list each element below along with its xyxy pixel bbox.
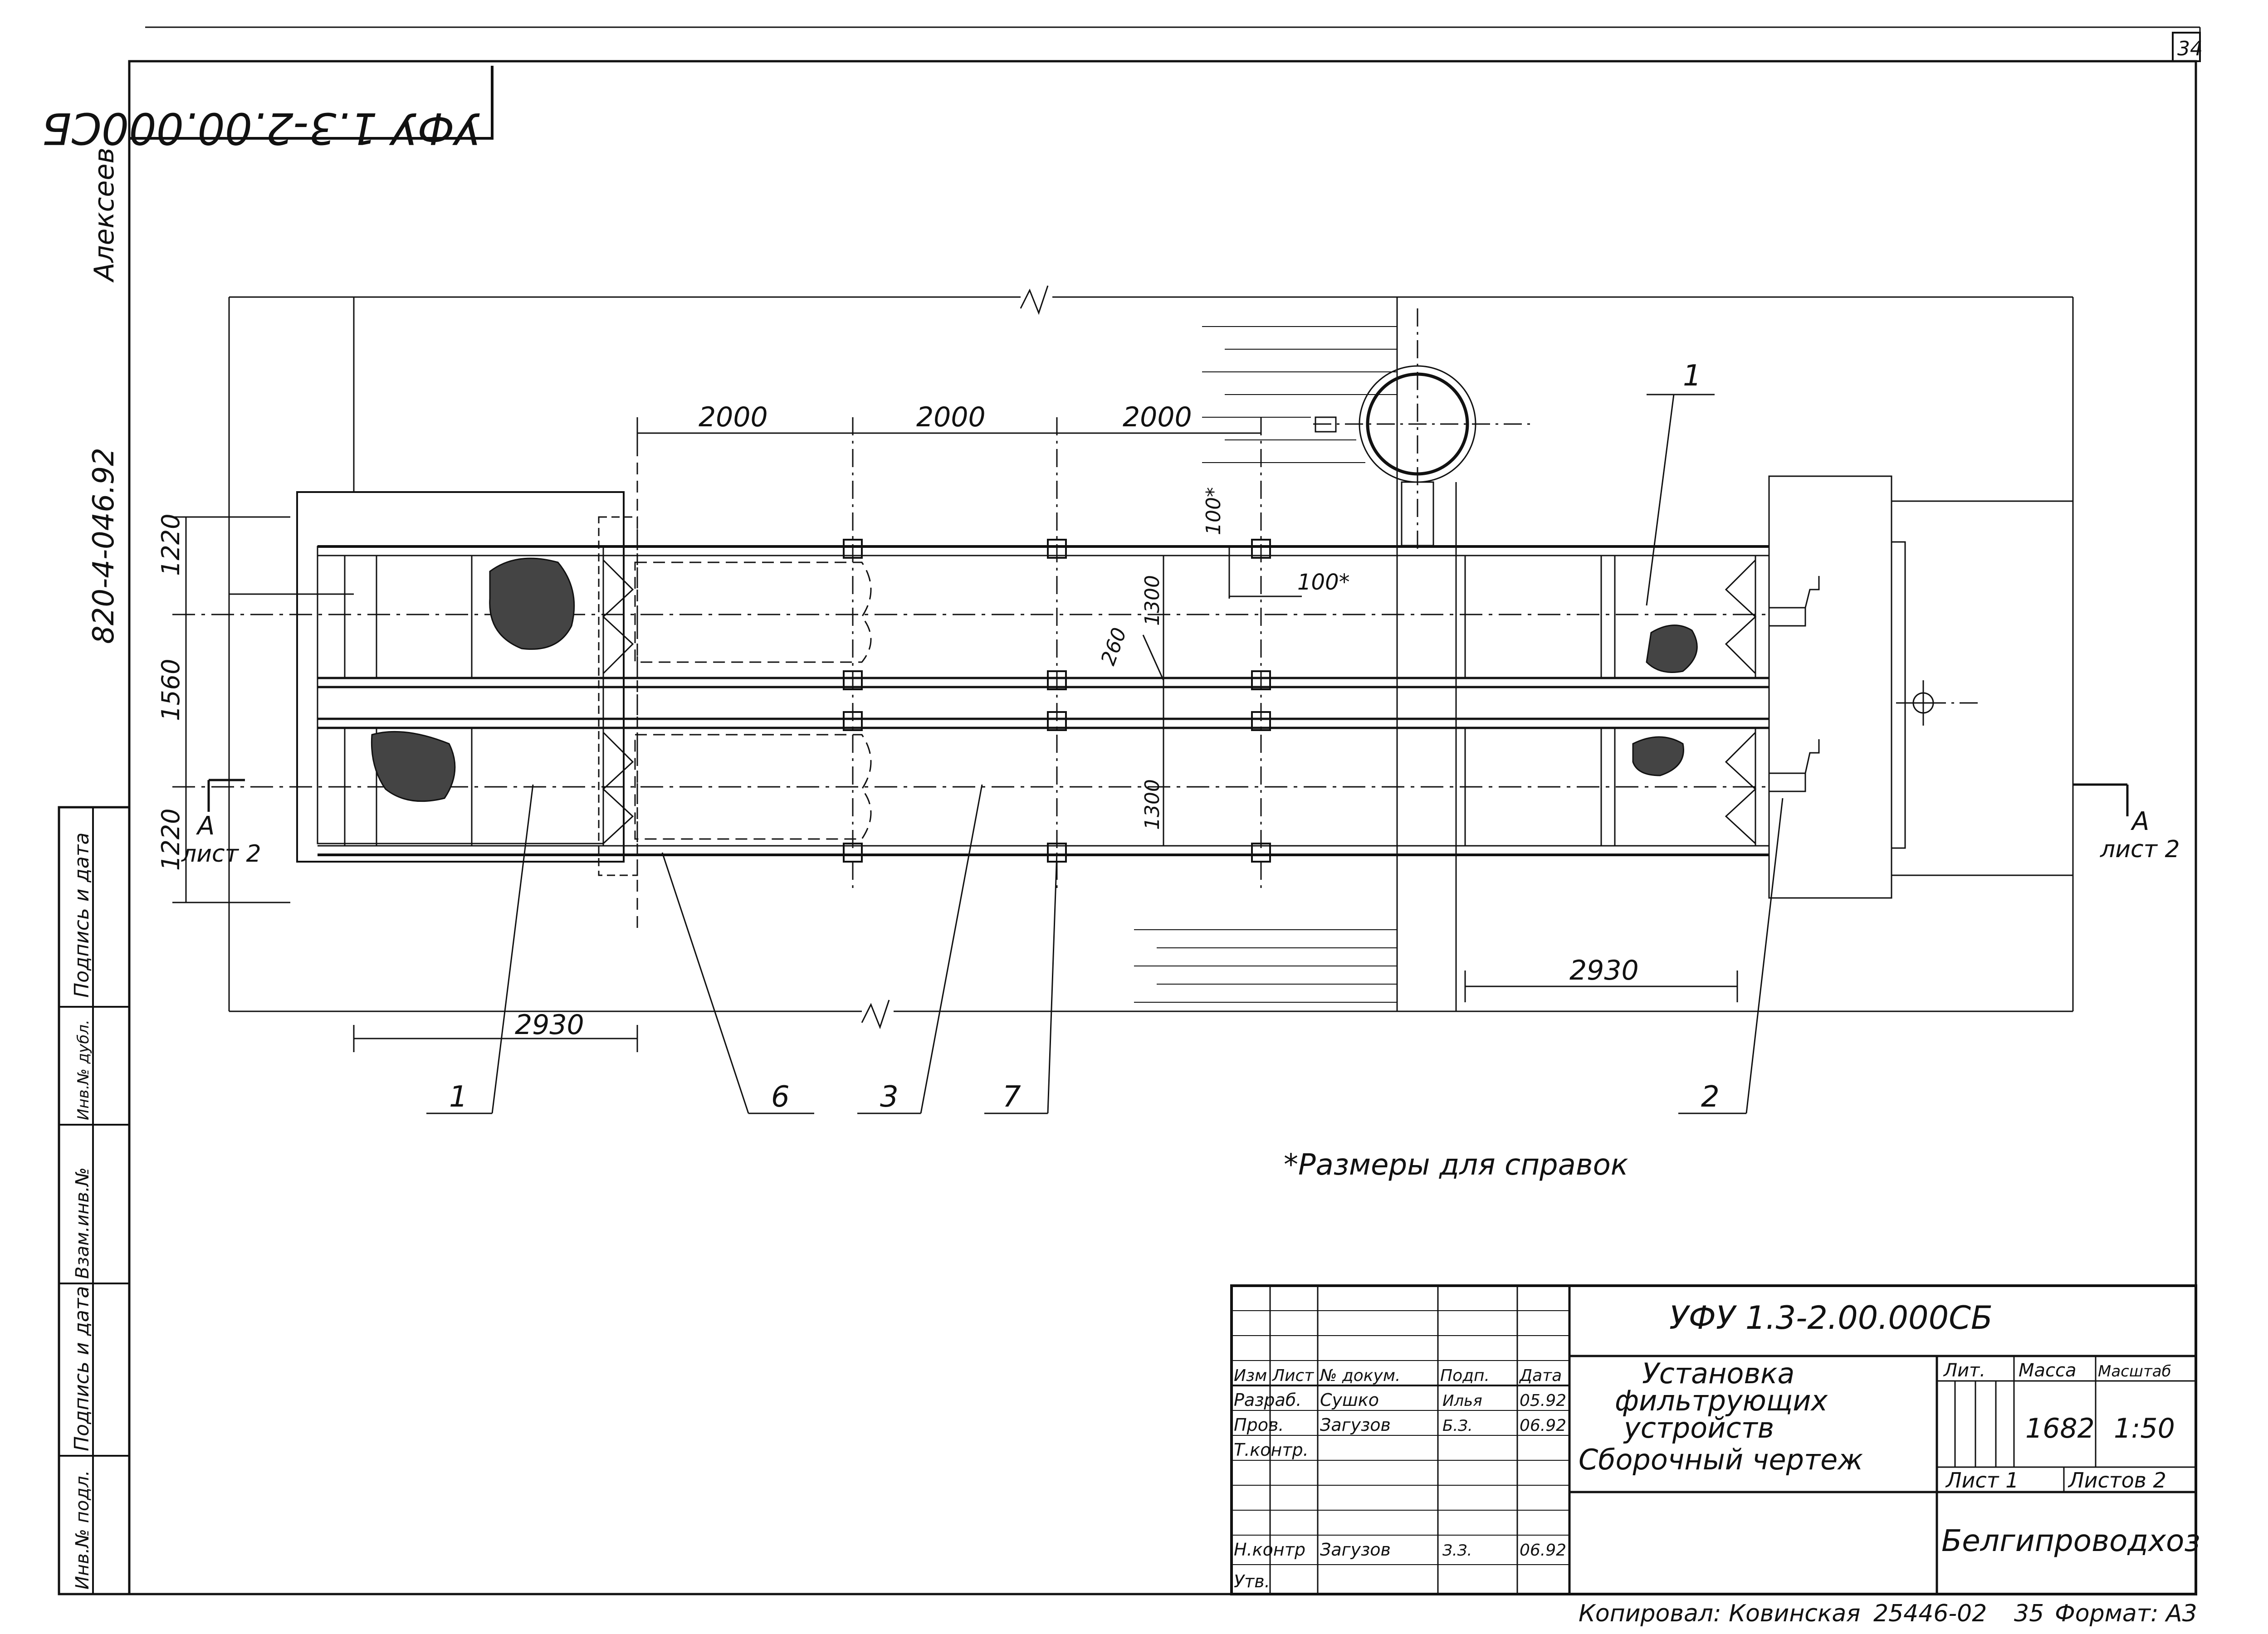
tb-scale-label: Масштаб bbox=[2098, 1362, 2171, 1380]
tb-row-name: Загузов bbox=[1320, 1540, 1391, 1560]
corner-stamp: УФУ 1.3-2.00.000СБ bbox=[42, 66, 494, 153]
title-block bbox=[1230, 1284, 2197, 1595]
footer-copied: Копировал: Ковинская bbox=[1579, 1600, 1860, 1627]
callout-3: 3 bbox=[880, 1080, 899, 1114]
tb-row-sign: Б.З. bbox=[1442, 1417, 1473, 1435]
tb-header-sign: Подп. bbox=[1440, 1366, 1490, 1385]
stamp-sign-date-1: Подпись и дата bbox=[70, 833, 93, 998]
sheet-number-box bbox=[2172, 32, 2201, 62]
left-stamp-table: Подпись и дата Инв.№ дубл. Взам.инв.№ По… bbox=[58, 806, 131, 1595]
tb-row-date: 05.92 bbox=[1520, 1391, 1566, 1410]
gravel-fill bbox=[371, 557, 1698, 802]
callout-7: 7 bbox=[1002, 1080, 1021, 1114]
corner-stamp-text: УФУ 1.3-2.00.000СБ bbox=[42, 103, 481, 153]
dimension-lines bbox=[172, 417, 1738, 1052]
tb-row-role: Разраб. bbox=[1234, 1390, 1301, 1410]
tb-title-line-1: Установка bbox=[1642, 1357, 1794, 1390]
tb-header-date: Дата bbox=[1519, 1366, 1562, 1385]
tb-row-sign: З.З. bbox=[1442, 1541, 1472, 1560]
tb-scale-value: 1:50 bbox=[2114, 1413, 2175, 1444]
dim-inner-5: 100* bbox=[1297, 570, 1350, 595]
dim-inner-3: 260 bbox=[1096, 624, 1131, 668]
tb-row-name: Загузов bbox=[1320, 1415, 1391, 1435]
dim-top-3: 2000 bbox=[1123, 401, 1192, 433]
section-sheet-left: лист 2 bbox=[181, 840, 261, 868]
tb-header-izm: Изм bbox=[1234, 1366, 1267, 1385]
tb-sheets-label: Листов 2 bbox=[2068, 1468, 2166, 1493]
tb-mass-value: 1682 bbox=[2025, 1413, 2095, 1444]
sheet-frame bbox=[128, 26, 2201, 1595]
footer-number: 35 bbox=[2014, 1600, 2044, 1627]
tb-organization: Белгипроводхоз bbox=[1941, 1523, 2200, 1558]
tb-row-date: 06.92 bbox=[1520, 1541, 1566, 1560]
tb-sheet-label: Лист 1 bbox=[1945, 1468, 2019, 1493]
reference-note: *Размеры для справок bbox=[1284, 1148, 1628, 1182]
section-letter-left: А bbox=[196, 811, 215, 841]
footer-order: 25446-02 bbox=[1873, 1600, 1987, 1627]
dim-left-1: 1220 bbox=[156, 514, 185, 576]
section-sheet-right: лист 2 bbox=[2100, 836, 2180, 863]
dim-inner-1: 100* bbox=[1202, 487, 1225, 535]
tb-designation: УФУ 1.3-2.00.000СБ bbox=[1669, 1299, 1993, 1336]
side-doc-number: 820-4-046.92 bbox=[87, 448, 121, 644]
dim-inner-4: 1300 bbox=[1141, 779, 1164, 830]
dim-top-2: 2000 bbox=[916, 401, 986, 433]
dim-left-2: 1560 bbox=[156, 659, 185, 721]
callout-2: 2 bbox=[1701, 1080, 1720, 1114]
tb-header-doc: № докум. bbox=[1319, 1366, 1400, 1385]
tb-title-line-3: устройств bbox=[1623, 1411, 1774, 1444]
tb-row-date: 06.92 bbox=[1520, 1416, 1566, 1435]
dim-bottom-right: 2930 bbox=[1569, 955, 1639, 986]
stamp-original-inv: Инв.№ подл. bbox=[72, 1470, 93, 1590]
callout-1-bottom: 1 bbox=[449, 1080, 468, 1114]
section-letter-right: А bbox=[2131, 807, 2149, 836]
tb-row-role: Утв. bbox=[1234, 1571, 1270, 1591]
stamp-dup-inv: Инв.№ дубл. bbox=[74, 1019, 93, 1120]
dim-bottom-left: 2930 bbox=[515, 1009, 584, 1041]
tb-row-role: Пров. bbox=[1234, 1415, 1284, 1435]
callout-leaders bbox=[426, 394, 1784, 1114]
callout-6: 6 bbox=[771, 1080, 790, 1114]
tb-title-line-4: Сборочный чертеж bbox=[1579, 1443, 1863, 1476]
dim-left-3: 1220 bbox=[156, 809, 185, 871]
callout-1-top: 1 bbox=[1683, 359, 1701, 393]
dim-top-1: 2000 bbox=[699, 401, 768, 433]
plan-drawing bbox=[172, 285, 2074, 1029]
tb-header-list: Лист bbox=[1271, 1366, 1314, 1385]
tb-row-sign: Илья bbox=[1442, 1392, 1482, 1410]
footer-format: Формат: А3 bbox=[2055, 1600, 2197, 1627]
side-signature: Алексеев bbox=[88, 147, 120, 283]
tb-title-line-2: фильтрующих bbox=[1615, 1384, 1828, 1417]
tb-row-name: Сушко bbox=[1320, 1390, 1379, 1410]
tb-row-role: Т.контр. bbox=[1234, 1440, 1309, 1460]
section-mark-right: А лист 2 bbox=[2073, 783, 2180, 863]
sheet-number: 34 bbox=[2177, 37, 2203, 60]
dim-inner-2: 1300 bbox=[1141, 575, 1164, 626]
tb-row-role: Н.контр bbox=[1234, 1540, 1305, 1560]
section-mark-left: А лист 2 bbox=[181, 779, 261, 868]
stamp-sign-date-2: Подпись и дата bbox=[70, 1286, 93, 1451]
tb-lit-label: Лит. bbox=[1943, 1360, 1985, 1381]
tb-mass-label: Масса bbox=[2019, 1360, 2077, 1381]
stamp-instead-inv: Взам.инв.№ bbox=[72, 1167, 93, 1279]
